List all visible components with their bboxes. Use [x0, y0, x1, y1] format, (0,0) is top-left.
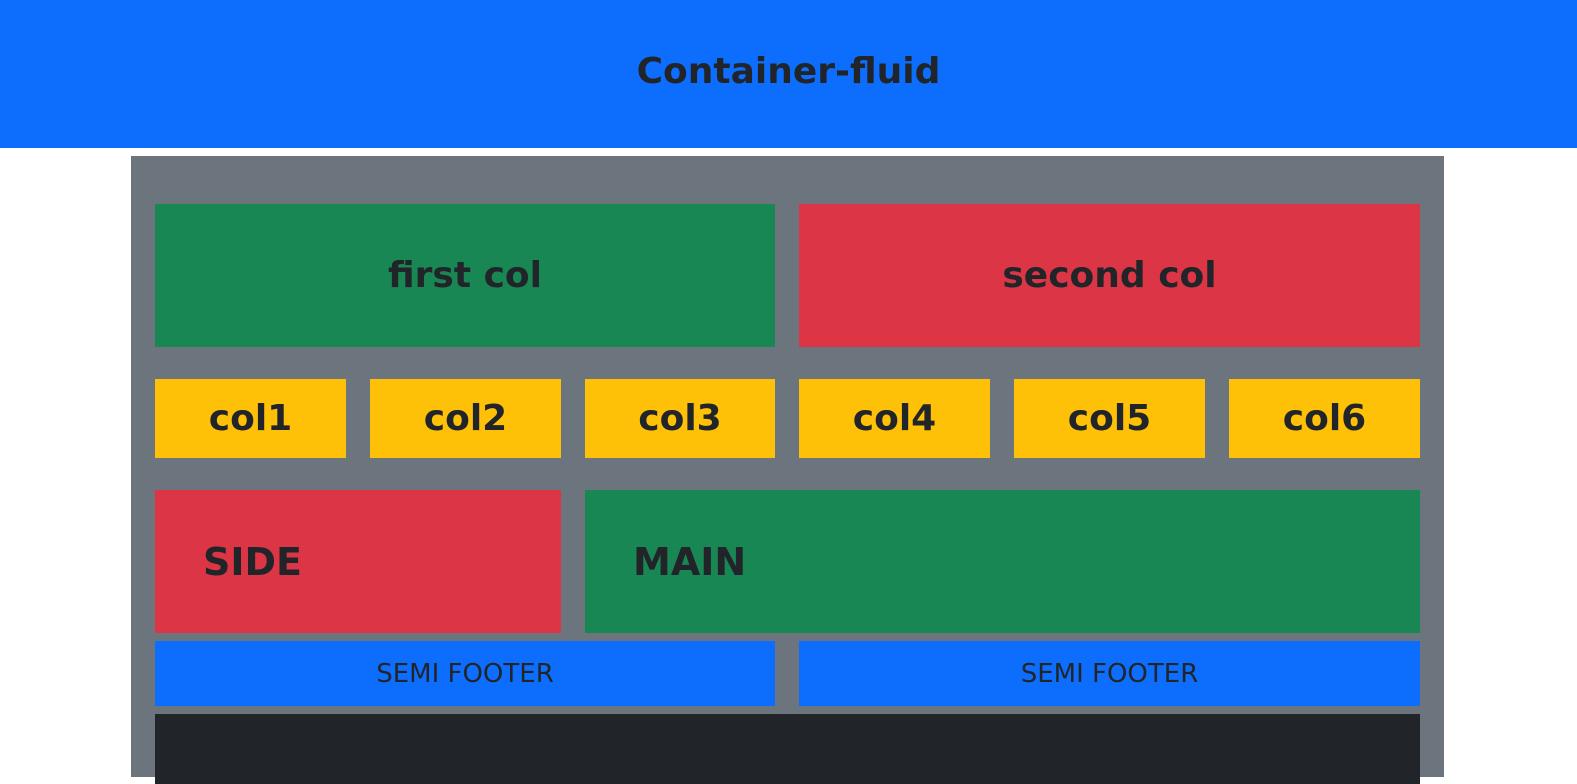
- col6-label: col6: [1282, 398, 1367, 439]
- col1-label: col1: [208, 398, 293, 439]
- semi-footer-right: SEMI FOOTER: [799, 641, 1420, 706]
- second-col-label: second col: [1002, 255, 1217, 296]
- semi-footer-left: SEMI FOOTER: [155, 641, 775, 706]
- first-col-box: first col: [155, 204, 775, 347]
- col4-label: col4: [852, 398, 937, 439]
- main-container: first col second col col1 col2 col3 col4…: [131, 156, 1444, 784]
- col6-box: col6: [1229, 379, 1420, 458]
- col3-box: col3: [585, 379, 775, 458]
- semi-footer-left-label: SEMI FOOTER: [376, 658, 554, 689]
- side-label: SIDE: [203, 539, 303, 584]
- col4-box: col4: [799, 379, 990, 458]
- col5-label: col5: [1067, 398, 1152, 439]
- col2-label: col2: [423, 398, 508, 439]
- side-box: SIDE: [155, 490, 561, 633]
- page-header: Container-fluid: [0, 0, 1577, 148]
- col3-label: col3: [638, 398, 722, 439]
- col5-box: col5: [1014, 379, 1205, 458]
- footer-box: [155, 714, 1420, 784]
- main-label: MAIN: [633, 539, 747, 584]
- main-box: MAIN: [585, 490, 1420, 633]
- semi-footer-right-label: SEMI FOOTER: [1020, 658, 1199, 689]
- col2-box: col2: [370, 379, 561, 458]
- col1-box: col1: [155, 379, 346, 458]
- first-col-label: first col: [387, 255, 543, 296]
- page-title: Container-fluid: [636, 50, 941, 92]
- second-col-box: second col: [799, 204, 1420, 347]
